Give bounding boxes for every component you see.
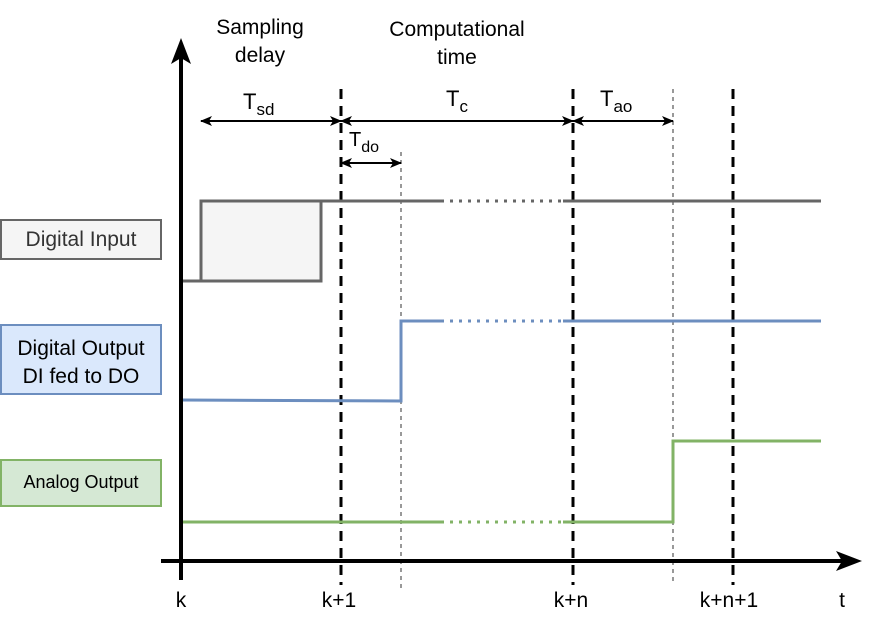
digital-input-trace xyxy=(181,199,323,283)
tick-k: k xyxy=(176,589,187,612)
tick-k1: k+1 xyxy=(322,589,356,612)
computational-time-line1: Computational xyxy=(389,18,524,41)
sampling-delay-line2: delay xyxy=(235,44,286,67)
digital-input-signal xyxy=(181,199,821,283)
digital-output-box: Digital Output DI fed to DO xyxy=(0,324,162,395)
time-axis-label: t xyxy=(839,589,845,612)
digital-input-pulse xyxy=(201,201,321,281)
analog-output-label: Analog Output xyxy=(23,472,138,492)
digital-output-label-line2: DI fed to DO xyxy=(23,365,140,388)
tdo-label: Tdo xyxy=(349,129,379,156)
digital-input-box: Digital Input xyxy=(0,219,162,260)
tao-label: Tao xyxy=(600,86,632,116)
digital-input-label: Digital Input xyxy=(26,228,137,251)
analog-output-box: Analog Output xyxy=(0,459,162,507)
tsd-label: Tsd xyxy=(243,89,274,119)
computational-time-line2: time xyxy=(437,46,477,69)
digital-output-trace xyxy=(180,319,441,403)
digital-output-signal xyxy=(180,319,821,403)
analog-output-signal xyxy=(181,439,821,524)
analog-output-trace xyxy=(563,439,821,524)
x-axis-arrowhead xyxy=(836,551,862,571)
y-axis-arrowhead xyxy=(171,38,191,64)
tc-label: Tc xyxy=(446,86,468,116)
tick-kn1: k+n+1 xyxy=(700,589,758,612)
digital-output-label-line1: Digital Output xyxy=(17,337,144,360)
sampling-delay-line1: Sampling xyxy=(216,16,304,39)
tick-kn: k+n xyxy=(554,589,588,612)
